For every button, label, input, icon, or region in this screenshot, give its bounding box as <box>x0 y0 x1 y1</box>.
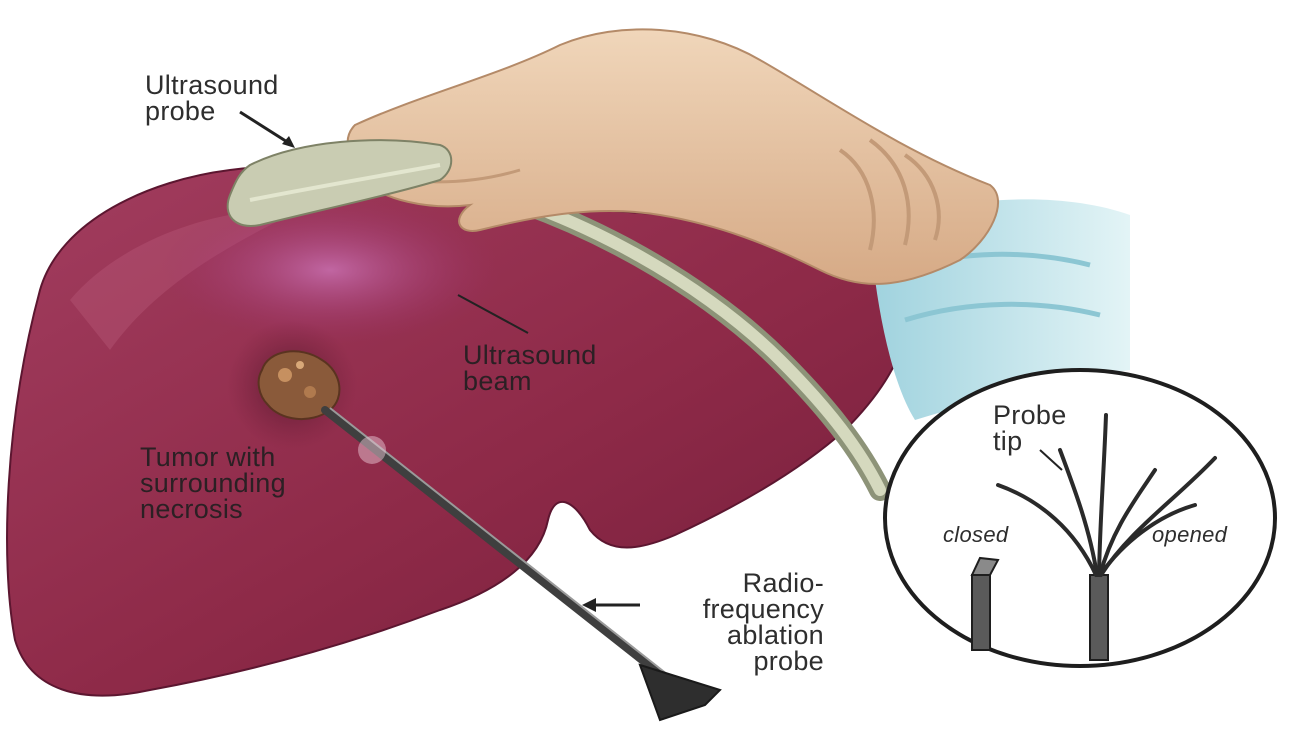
leader-probe-tip <box>1039 449 1063 471</box>
label-opened: opened <box>1152 522 1228 547</box>
ultrasound-beam-glow <box>160 195 500 345</box>
glove-wrinkle <box>868 138 911 246</box>
rf-needle-highlight <box>329 407 683 687</box>
closed-tip-shaft <box>971 574 991 651</box>
glove-wrinkle <box>838 148 876 251</box>
leader-ultrasound-beam <box>457 294 529 334</box>
leader-ultrasound-probe <box>239 110 293 147</box>
opened-tip-tines <box>996 413 1217 577</box>
probe-highlight <box>249 163 441 202</box>
glove-wrinkle <box>903 153 941 241</box>
liver-highlight <box>70 209 300 350</box>
rf-needle-handle <box>638 663 722 722</box>
label-ultrasound-probe: Ultrasound probe <box>145 70 279 126</box>
opened-tip-shaft <box>1089 574 1109 661</box>
entry-point-glow <box>358 436 386 464</box>
sleeve-fold <box>904 301 1101 323</box>
tumor-texture <box>296 361 304 369</box>
label-rf-probe: Radio- frequency ablation probe <box>702 568 824 676</box>
tumor-texture <box>278 368 292 382</box>
label-closed: closed <box>943 522 1009 547</box>
arrowhead <box>282 136 295 148</box>
label-tumor: Tumor with surrounding necrosis <box>140 442 286 524</box>
tumor-texture <box>304 386 316 398</box>
closed-tip-end <box>970 556 1000 576</box>
gloved-hand <box>346 28 1000 285</box>
arrowhead <box>582 598 596 612</box>
label-ultrasound-beam: Ultrasound beam <box>463 340 597 396</box>
probe-tip-inset <box>883 368 1277 668</box>
label-probe-tip: Probe tip <box>993 400 1067 456</box>
